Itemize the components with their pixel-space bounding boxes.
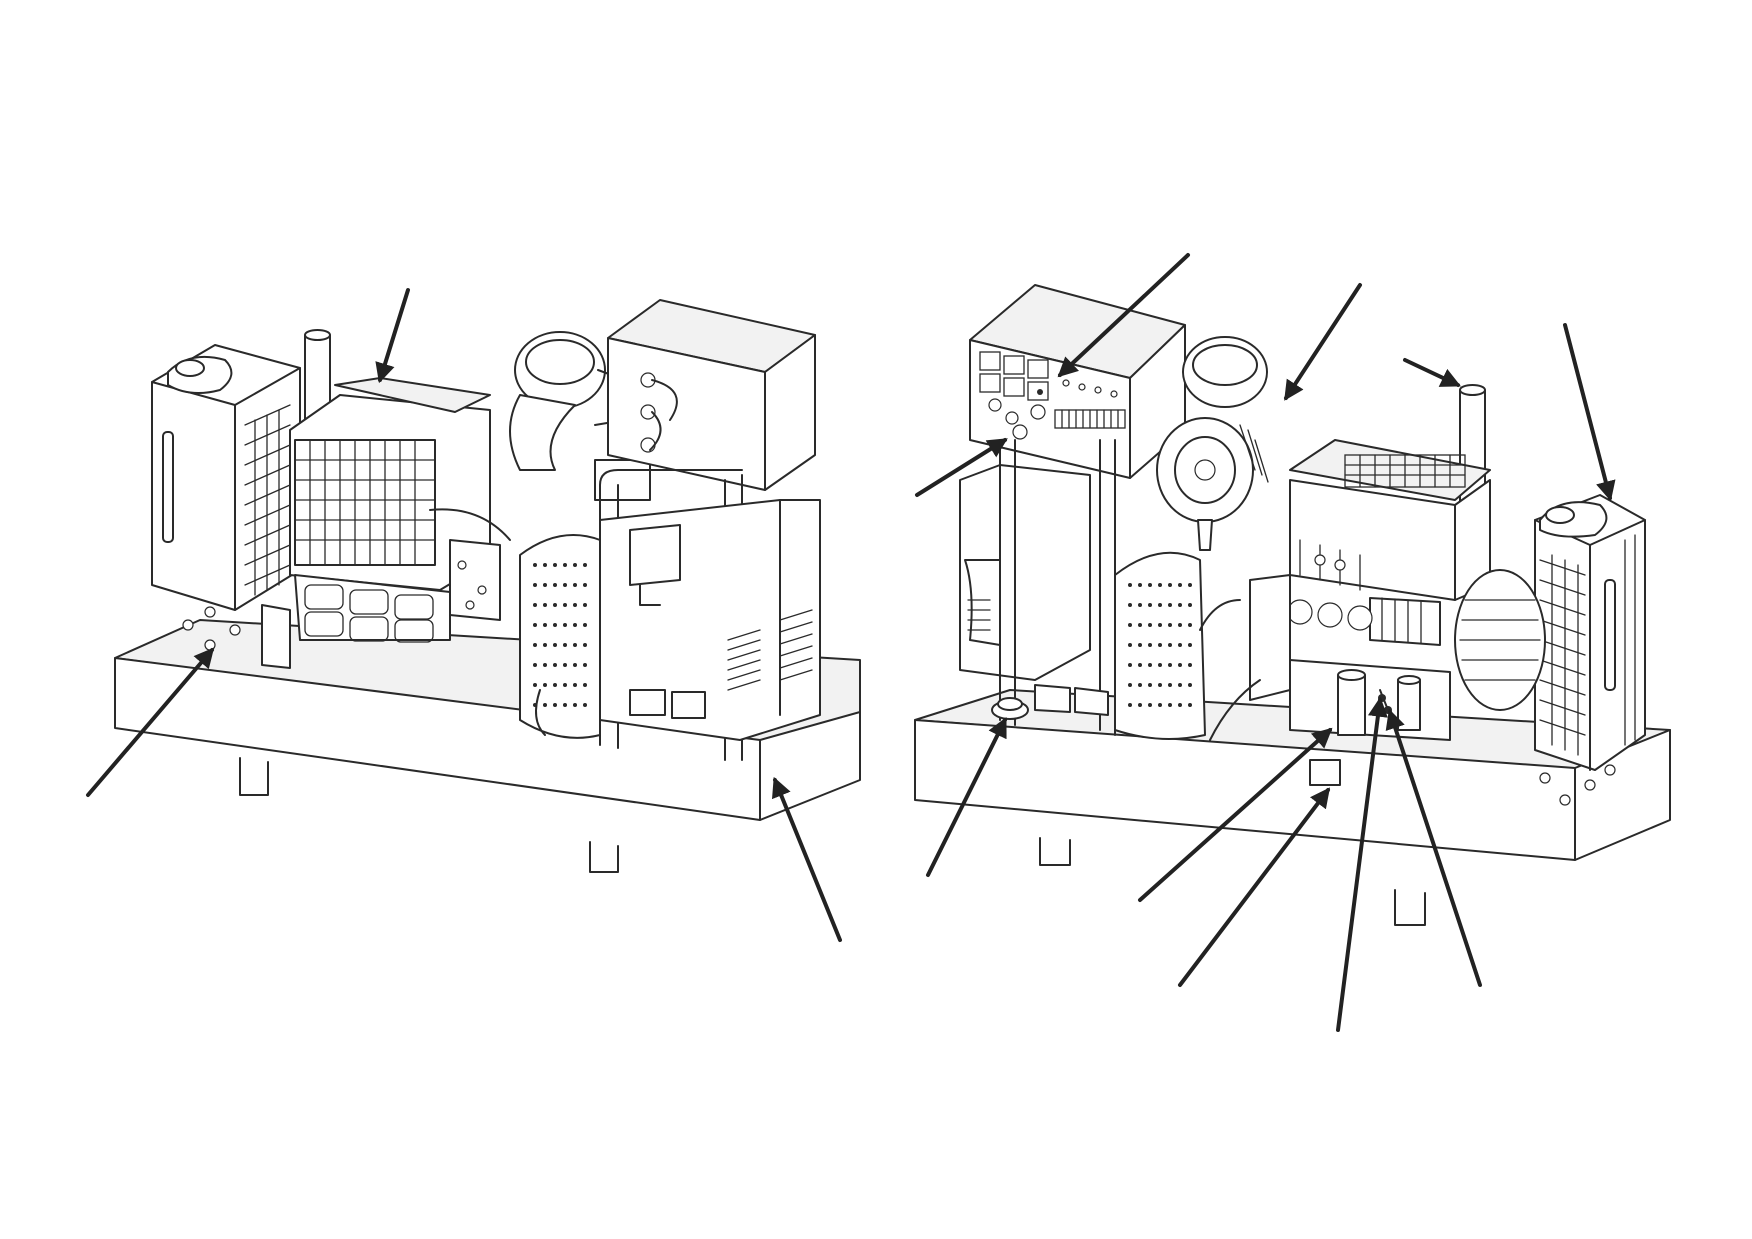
callout-leader-right-6	[926, 717, 1007, 877]
radiator-right	[1454, 494, 1646, 771]
control-panel-right	[969, 284, 1186, 479]
hoses-left	[429, 508, 546, 736]
engine-left	[261, 377, 501, 669]
callout-leader-left-3	[772, 776, 842, 942]
generator-set-right	[914, 284, 1671, 926]
generator-set-left	[114, 299, 861, 873]
callout-leader-right-8	[1178, 787, 1331, 987]
alternator-right	[959, 439, 1206, 740]
radiator-left	[151, 344, 301, 611]
callouts	[86, 253, 1616, 1032]
callout-leader-right-1	[1057, 253, 1190, 378]
callout-leader-left-1	[375, 288, 410, 384]
callout-leader-right-3	[1403, 358, 1462, 387]
alternator-left	[519, 499, 821, 741]
callout-leader-right-5	[915, 438, 1008, 497]
control-box-left	[607, 299, 816, 491]
callout-leader-left-2	[86, 647, 215, 797]
engine-right	[1199, 439, 1491, 786]
air-filter-right	[1156, 336, 1269, 551]
callout-leader-right-9	[1336, 696, 1388, 1032]
callout-leader-right-7	[1138, 727, 1333, 902]
callout-leader-right-10	[1385, 708, 1482, 987]
callout-leader-right-4	[1563, 323, 1616, 502]
callout-leader-right-2	[1284, 283, 1362, 401]
